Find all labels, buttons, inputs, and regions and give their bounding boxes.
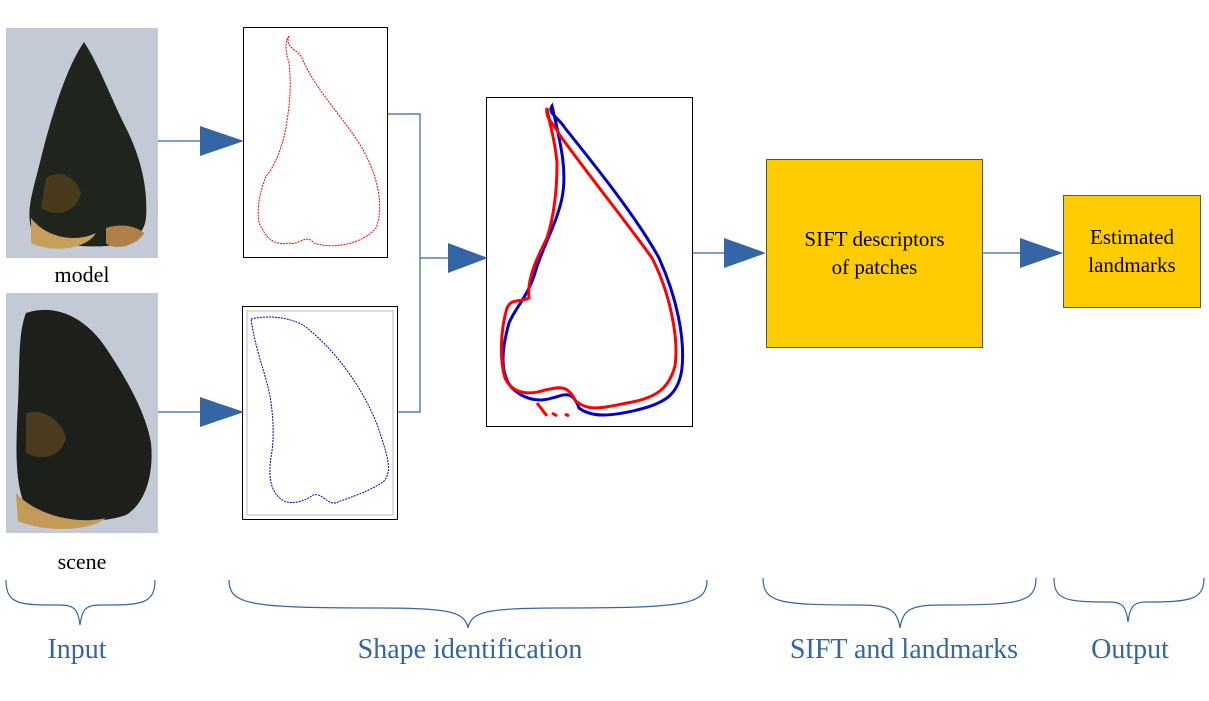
scene-contour-panel	[242, 306, 398, 520]
scene-image	[6, 293, 158, 533]
section-label-output: Output	[1091, 634, 1169, 665]
arrow-scene-icon	[200, 397, 244, 427]
model-image	[6, 28, 158, 258]
section-label-input: Input	[47, 634, 107, 665]
arrow-merge-icon	[448, 243, 488, 273]
arrow-sift-icon	[724, 238, 766, 268]
scene-label: scene	[57, 549, 107, 574]
model-label: model	[54, 262, 110, 287]
brace-output	[1053, 577, 1205, 623]
overlay-contours	[499, 102, 685, 418]
brace-input	[5, 579, 156, 626]
arrow-output-icon	[1020, 238, 1063, 268]
sift-box-line2: of patches	[831, 254, 918, 279]
arrow-model-icon	[200, 126, 244, 156]
scene-specimen-drawing	[6, 293, 158, 533]
scene-contour	[246, 310, 394, 516]
merge-connector	[388, 113, 421, 413]
estimated-landmarks-box: Estimated landmarks	[1063, 195, 1201, 308]
model-specimen-drawing	[6, 28, 158, 258]
model-contour	[257, 35, 381, 247]
brace-sift	[762, 577, 1037, 629]
model-contour-panel	[243, 27, 388, 258]
sift-descriptors-box: SIFT descriptors of patches	[766, 159, 983, 348]
brace-shape	[228, 579, 708, 629]
section-label-shape: Shape identification	[357, 634, 583, 665]
output-box-line2: landmarks	[1088, 252, 1176, 277]
overlay-panel	[486, 97, 693, 427]
section-label-sift: SIFT and landmarks	[789, 634, 1019, 665]
output-box-line1: Estimated	[1090, 225, 1174, 250]
sift-box-line1: SIFT descriptors	[804, 227, 945, 252]
